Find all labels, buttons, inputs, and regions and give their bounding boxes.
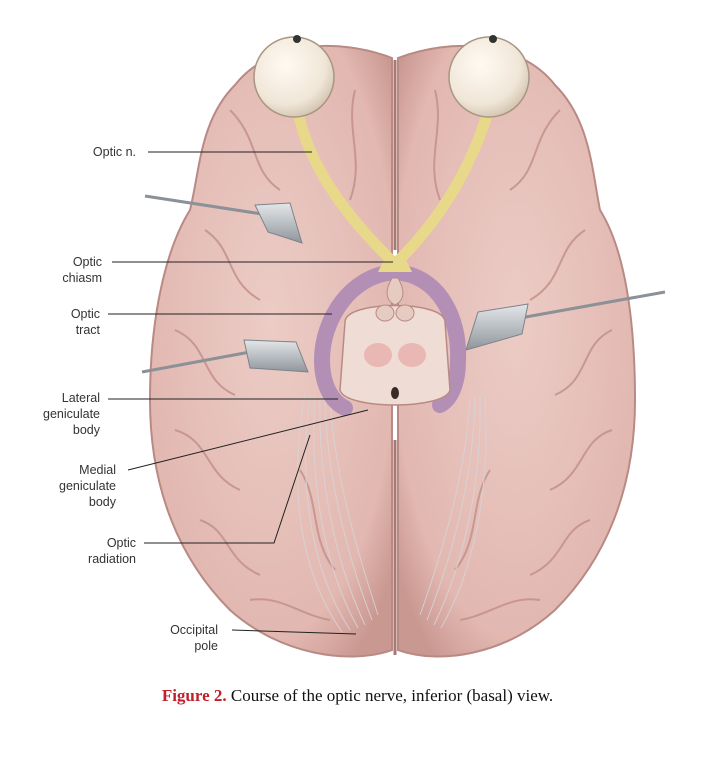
left-eyeball — [253, 36, 335, 118]
retractor-upper-left — [144, 194, 303, 244]
left-optic-nerve — [292, 106, 399, 268]
midbrain — [339, 277, 451, 406]
right-hemisphere — [397, 44, 637, 658]
label-optic-tract: Optic tract — [70, 307, 100, 337]
label-lateral-geniculate-body: Lateral geniculate body — [43, 391, 100, 437]
leader-lines — [108, 151, 393, 635]
figure-number: Figure 2. — [161, 686, 227, 705]
label-optic-nerve: Optic n. — [92, 145, 136, 159]
leader-occipital-pole — [231, 629, 357, 635]
right-eyeball — [448, 36, 530, 118]
optic-nerves — [292, 106, 494, 268]
leader-medial-geniculate — [127, 409, 369, 471]
leader-optic-radiation — [144, 434, 311, 544]
retractor-lower-left — [141, 339, 309, 374]
right-pupil — [489, 35, 497, 43]
gyri — [174, 89, 613, 621]
label-optic-radiation: Optic radiation — [88, 536, 136, 566]
retractor-right — [465, 290, 666, 351]
label-optic-chiasm: Optic chiasm — [62, 255, 102, 285]
figure-caption: Figure 2. Course of the optic nerve, inf… — [0, 686, 715, 706]
retractors — [141, 194, 666, 374]
right-optic-nerve — [391, 106, 494, 268]
left-pupil — [293, 35, 301, 43]
caption-text: Course of the optic nerve, inferior (bas… — [226, 686, 554, 705]
eyeballs — [253, 35, 530, 118]
label-occipital-pole: Occipital pole — [170, 623, 218, 653]
label-medial-geniculate-body: Medial geniculate body — [59, 463, 116, 509]
optic-tract — [313, 264, 467, 416]
